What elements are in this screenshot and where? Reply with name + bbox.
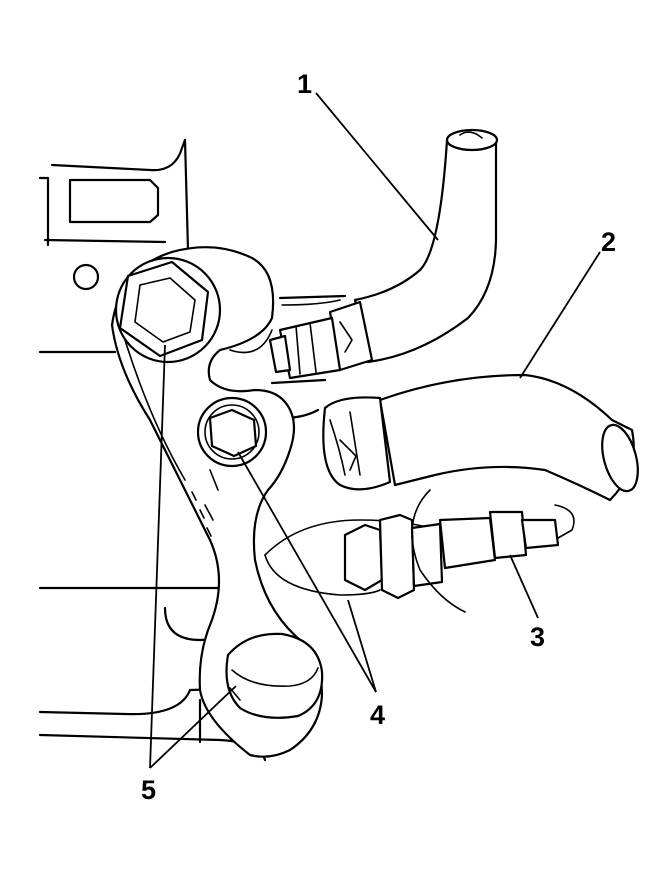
- callout-4: 4: [370, 700, 385, 730]
- lower-hose: [322, 373, 639, 502]
- upper-mounting-bolt: [114, 256, 222, 364]
- leader-2: [519, 251, 601, 379]
- leader-1: [315, 92, 439, 241]
- callout-1: 1: [297, 69, 312, 99]
- leader-3: [509, 554, 539, 619]
- sensor-fitting: [264, 489, 575, 613]
- upper-hose: [268, 128, 499, 380]
- callout-5: 5: [141, 775, 156, 805]
- leader-4: [237, 451, 377, 693]
- center-bolt: [196, 396, 268, 468]
- leader-5b: [149, 685, 237, 769]
- callout-3: 3: [530, 622, 545, 652]
- leader-5a: [149, 344, 166, 769]
- leader-lines: [149, 92, 601, 769]
- callout-2: 2: [601, 227, 616, 257]
- leader-4b: [347, 599, 377, 693]
- lower-mounting-bolt: [225, 632, 324, 719]
